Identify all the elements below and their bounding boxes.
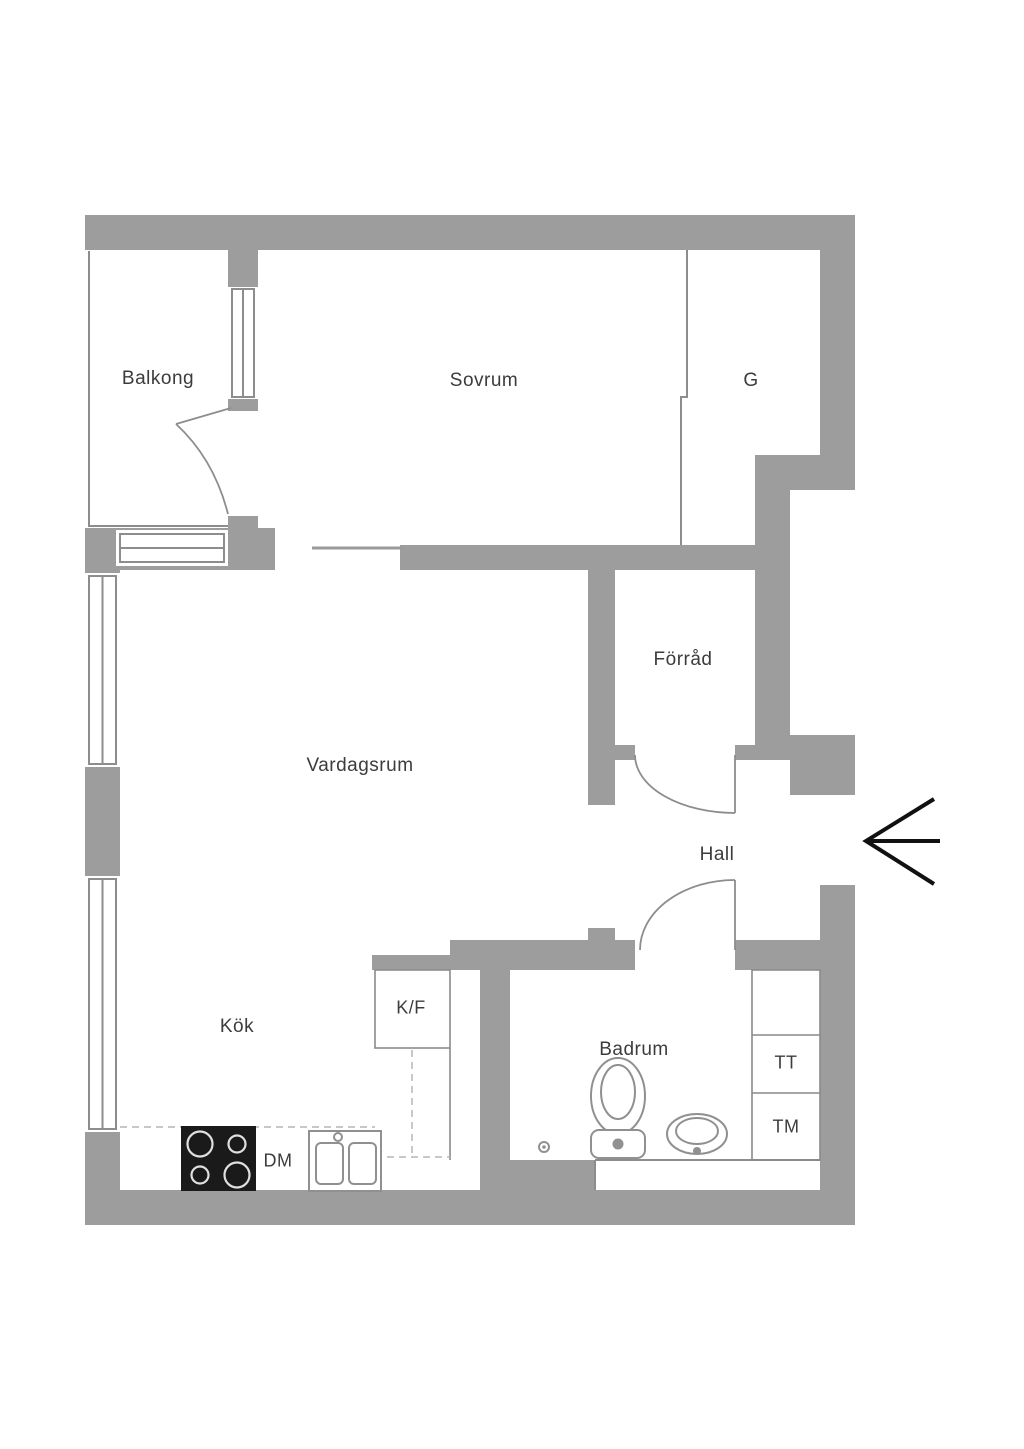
wall-bathroom-southwest-block <box>480 1160 595 1225</box>
wall-storage-south-right-nib <box>735 745 755 760</box>
floor-drain-icon <box>538 1141 550 1153</box>
room-label-forrad: Förråd <box>653 649 713 670</box>
balcony-door-arc <box>175 407 232 515</box>
storage-door-arc <box>634 754 736 814</box>
window-bedroom-balcony <box>228 287 258 399</box>
label-washing-machine: TM <box>772 1116 800 1137</box>
wall-right-upper <box>820 215 855 490</box>
window-livingroom-upper <box>85 573 120 767</box>
room-label-kok: Kök <box>219 1016 255 1037</box>
kitchen-cabinets <box>120 969 451 1160</box>
room-label-badrum: Badrum <box>599 1039 669 1060</box>
wall-storage-south-left-nib <box>615 745 635 760</box>
closet-partition-line <box>680 250 688 545</box>
label-tumble-dryer: TT <box>774 1052 798 1073</box>
window-under-balcony <box>116 530 228 566</box>
wall-bathroom-north-left <box>450 940 635 970</box>
wall-balcony-divider-mid <box>228 399 258 411</box>
laundry-column <box>751 969 821 1161</box>
bathroom-sink-icon <box>666 1113 728 1155</box>
bathroom-south-edge-line <box>594 1159 820 1190</box>
wall-livingroom-hall-divider <box>588 545 615 805</box>
wall-bathroom-west <box>480 970 510 1160</box>
doors-layer <box>175 407 736 951</box>
wall-bedroom-south <box>400 545 757 570</box>
wall-bathroom-north-right <box>735 940 855 970</box>
window-kitchen-lower <box>85 876 120 1132</box>
fridge-freezer-cabinet <box>374 969 451 1049</box>
wall-top <box>85 215 855 250</box>
entrance-arrow-icon <box>862 797 940 886</box>
room-label-vardagsrum: Vardagsrum <box>306 755 414 776</box>
wall-balcony-divider-top <box>228 250 258 287</box>
room-label-hall: Hall <box>699 844 735 865</box>
wall-right-lower <box>820 885 855 1225</box>
label-dishwasher: DM <box>263 1150 293 1171</box>
room-label-balkong: Balkong <box>121 368 195 389</box>
wall-storage-right <box>755 490 790 760</box>
balcony-railing-outline <box>88 251 228 527</box>
wall-hall-northeast <box>790 735 855 795</box>
room-label-sovrum: Sovrum <box>449 370 519 391</box>
wall-balcony-divider-bottom <box>228 516 258 570</box>
walls-layer <box>85 215 855 1225</box>
kitchen-sink-icon <box>308 1130 382 1192</box>
windows-layer <box>85 287 258 1132</box>
toilet-icon <box>590 1057 646 1159</box>
wall-step-closet <box>755 455 855 490</box>
label-fridge-freezer: K/F <box>396 997 426 1018</box>
bathroom-door-arc <box>639 879 736 951</box>
stove-icon <box>181 1126 256 1191</box>
wall-bottom <box>85 1190 855 1225</box>
room-label-garderob: G <box>743 370 759 391</box>
wall-fridge-cap <box>372 955 450 970</box>
